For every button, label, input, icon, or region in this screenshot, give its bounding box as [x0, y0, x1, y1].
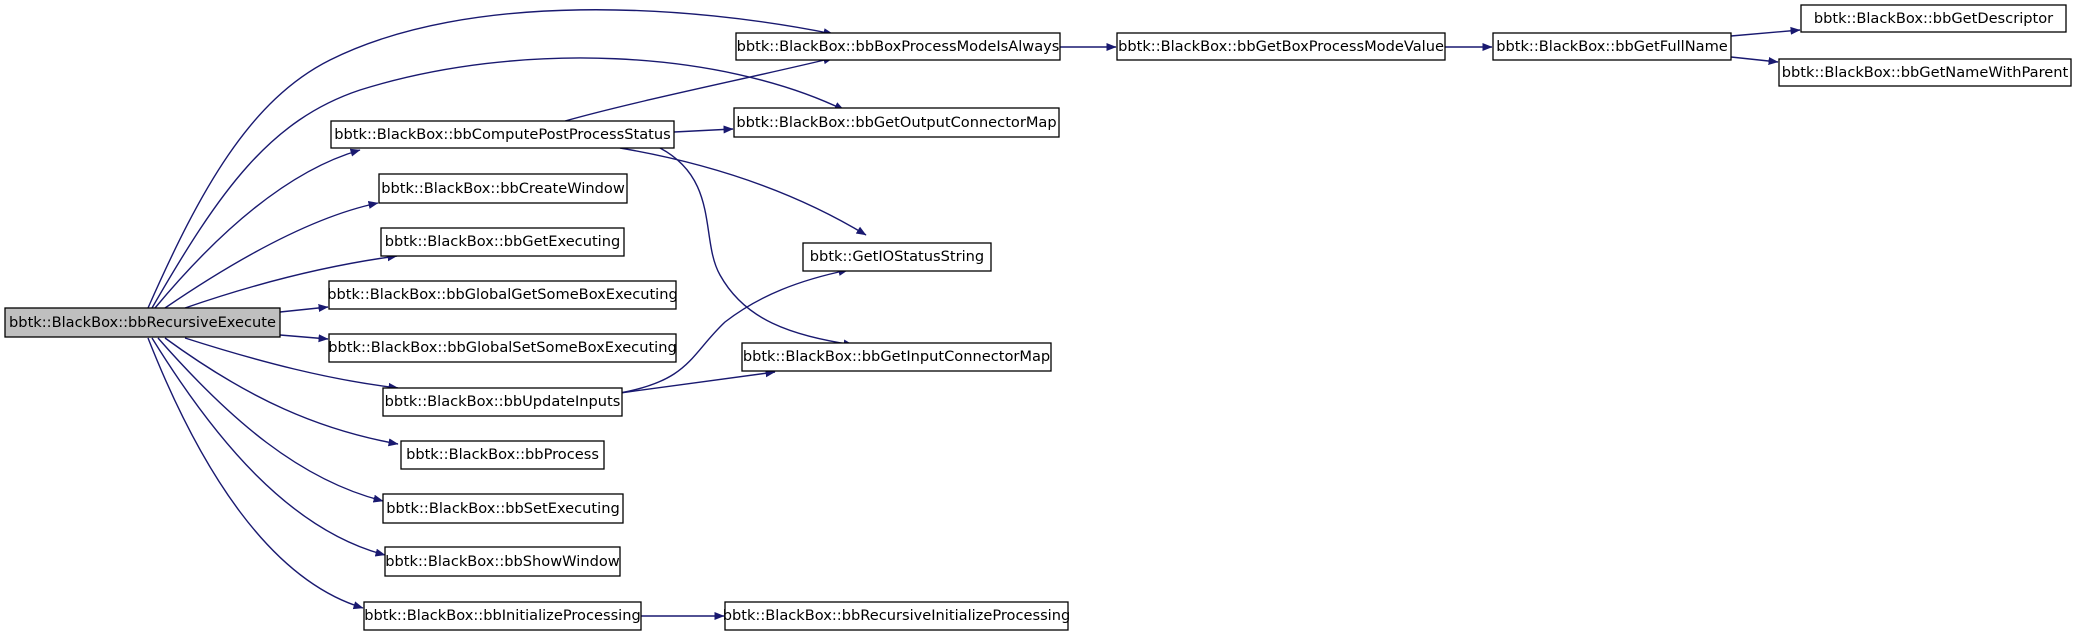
edges	[147, 9, 1801, 620]
node-bbGetOutputConnectorMap[interactable]: bbtk::BlackBox::bbGetOutputConnectorMap	[733, 107, 1060, 138]
svg-text:bbtk::BlackBox::bbGetBoxProces: bbtk::BlackBox::bbGetBoxProcessModeValue	[1118, 38, 1444, 55]
node-bbRecursiveInitializeProcessing[interactable]: bbtk::BlackBox::bbRecursiveInitializePro…	[723, 601, 1071, 631]
edge-root-to-initProc	[147, 337, 364, 610]
svg-text:bbtk::BlackBox::bbGlobalSetSom: bbtk::BlackBox::bbGlobalSetSomeBoxExecut…	[328, 339, 677, 356]
node-bbGetBoxProcessModeValue[interactable]: bbtk::BlackBox::bbGetBoxProcessModeValue	[1116, 32, 1446, 61]
node-bbComputePostProcessStatus[interactable]: bbtk::BlackBox::bbComputePostProcessStat…	[330, 120, 675, 149]
edge-updateInputs-to-ioStatus	[619, 268, 849, 394]
edge-fullName-to-nameParent	[1730, 56, 1779, 65]
svg-text:bbtk::BlackBox::bbCreateWindow: bbtk::BlackBox::bbCreateWindow	[381, 180, 625, 197]
svg-text:bbtk::BlackBox::bbGetOutputCon: bbtk::BlackBox::bbGetOutputConnectorMap	[736, 114, 1056, 131]
svg-text:bbtk::BlackBox::bbInitializePr: bbtk::BlackBox::bbInitializeProcessing	[364, 607, 641, 624]
edge-computePost-to-ioStatus	[619, 147, 867, 236]
node-bbGlobalGetSomeBoxExecuting[interactable]: bbtk::BlackBox::bbGlobalGetSomeBoxExecut…	[327, 280, 678, 310]
node-bbGetDescriptor[interactable]: bbtk::BlackBox::bbGetDescriptor	[1800, 4, 2067, 33]
edge-root-to-updateInputs	[184, 337, 399, 391]
node-bbGetInputConnectorMap[interactable]: bbtk::BlackBox::bbGetInputConnectorMap	[741, 342, 1052, 372]
edge-root-to-globalGet	[279, 304, 329, 313]
edge-root-to-showWindow	[151, 337, 386, 557]
node-bbGlobalSetSomeBoxExecuting[interactable]: bbtk::BlackBox::bbGlobalSetSomeBoxExecut…	[328, 333, 677, 363]
edge-computePost-to-modeAlways	[564, 56, 834, 122]
edge-root-to-getExecuting	[184, 253, 398, 309]
edge-updateInputs-to-inputMap	[619, 369, 776, 394]
svg-text:bbtk::BlackBox::bbBoxProcessMo: bbtk::BlackBox::bbBoxProcessModeIsAlways	[737, 38, 1060, 55]
svg-text:bbtk::BlackBox::bbGetInputConn: bbtk::BlackBox::bbGetInputConnectorMap	[743, 348, 1050, 365]
node-bbProcess[interactable]: bbtk::BlackBox::bbProcess	[400, 440, 605, 470]
node-bbUpdateInputs[interactable]: bbtk::BlackBox::bbUpdateInputs	[382, 387, 623, 417]
edge-root-to-setExecuting	[157, 337, 384, 503]
svg-text:bbtk::BlackBox::bbProcess: bbtk::BlackBox::bbProcess	[406, 446, 599, 463]
node-bbShowWindow[interactable]: bbtk::BlackBox::bbShowWindow	[384, 546, 621, 577]
edge-computePost-to-inputMap	[659, 147, 854, 348]
svg-text:bbtk::GetIOStatusString: bbtk::GetIOStatusString	[810, 248, 984, 265]
node-bbGetExecuting[interactable]: bbtk::BlackBox::bbGetExecuting	[380, 227, 625, 257]
svg-text:bbtk::BlackBox::bbUpdateInputs: bbtk::BlackBox::bbUpdateInputs	[385, 393, 621, 410]
svg-text:bbtk::BlackBox::bbShowWindow: bbtk::BlackBox::bbShowWindow	[385, 553, 619, 570]
svg-text:bbtk::BlackBox::bbGetNameWithP: bbtk::BlackBox::bbGetNameWithParent	[1782, 64, 2069, 81]
node-bbGetNameWithParent[interactable]: bbtk::BlackBox::bbGetNameWithParent	[1778, 58, 2072, 87]
node-bbSetExecuting[interactable]: bbtk::BlackBox::bbSetExecuting	[382, 493, 624, 524]
svg-text:bbtk::BlackBox::bbGetDescripto: bbtk::BlackBox::bbGetDescriptor	[1814, 10, 2053, 27]
node-root[interactable]: bbtk::BlackBox::bbRecursiveExecute	[4, 307, 281, 338]
node-GetIOStatusString[interactable]: bbtk::GetIOStatusString	[802, 242, 992, 272]
svg-text:bbtk::BlackBox::bbGlobalGetSom: bbtk::BlackBox::bbGlobalGetSomeBoxExecut…	[327, 286, 678, 303]
edge-root-to-globalSet	[279, 334, 329, 343]
svg-text:bbtk::BlackBox::bbGetExecuting: bbtk::BlackBox::bbGetExecuting	[385, 233, 620, 250]
edge-root-to-process	[164, 337, 399, 447]
node-bbBoxProcessModeIsAlways[interactable]: bbtk::BlackBox::bbBoxProcessModeIsAlways	[735, 32, 1061, 61]
svg-text:bbtk::BlackBox::bbGetFullName: bbtk::BlackBox::bbGetFullName	[1496, 38, 1728, 55]
svg-text:bbtk::BlackBox::bbRecursiveExe: bbtk::BlackBox::bbRecursiveExecute	[9, 314, 276, 331]
edge-root-to-modeAlways	[147, 9, 834, 309]
edge-fullName-to-descriptor	[1730, 26, 1801, 37]
node-bbCreateWindow[interactable]: bbtk::BlackBox::bbCreateWindow	[378, 173, 628, 204]
node-bbInitializeProcessing[interactable]: bbtk::BlackBox::bbInitializeProcessing	[363, 601, 642, 631]
edge-root-to-createWindow	[164, 201, 379, 309]
edge-root-to-outputMap	[151, 57, 845, 309]
edge-computePost-to-outputMap	[673, 125, 734, 134]
svg-text:bbtk::BlackBox::bbSetExecuting: bbtk::BlackBox::bbSetExecuting	[386, 500, 619, 517]
edge-root-to-computePost	[154, 148, 361, 309]
svg-text:bbtk::BlackBox::bbRecursiveIni: bbtk::BlackBox::bbRecursiveInitializePro…	[723, 607, 1071, 624]
node-bbGetFullName[interactable]: bbtk::BlackBox::bbGetFullName	[1492, 32, 1732, 61]
svg-text:bbtk::BlackBox::bbComputePostP: bbtk::BlackBox::bbComputePostProcessStat…	[334, 126, 670, 143]
